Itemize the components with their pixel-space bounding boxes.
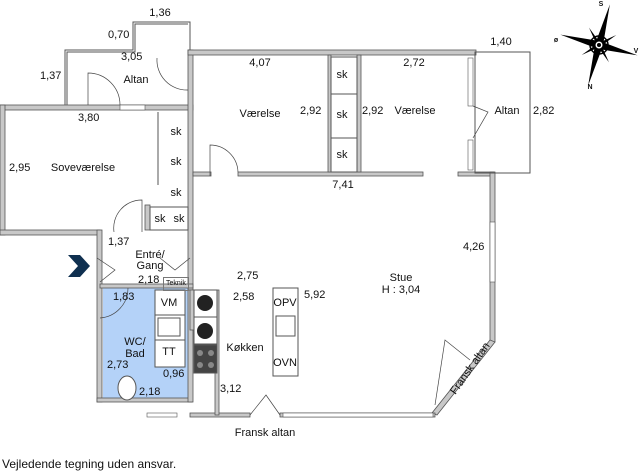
- closets: [149, 56, 358, 231]
- room-label-entry-2: Gang: [136, 260, 164, 272]
- room-label-bedroom: Soveværelse: [50, 162, 116, 174]
- dimension: 2,18: [139, 386, 161, 398]
- dimension: 2,82: [533, 105, 555, 117]
- dimension: 2,18: [138, 274, 160, 286]
- closet-label: sk: [170, 126, 182, 138]
- dimension: 4,26: [463, 241, 485, 253]
- compass-o: ø: [553, 37, 559, 44]
- dimension: 2,92: [362, 105, 384, 117]
- compass-icon: [560, 4, 638, 86]
- washer-label: VM: [160, 297, 178, 309]
- dimension: 3,12: [220, 383, 242, 395]
- closet-label: sk: [154, 213, 166, 225]
- room-label-kitchen: Køkken: [226, 342, 264, 354]
- closet-label: sk: [173, 213, 185, 225]
- fixtures: [117, 287, 299, 401]
- dimension: 3,05: [121, 51, 143, 63]
- dimension: 2,95: [9, 162, 31, 174]
- closet-label: sk: [170, 187, 182, 199]
- room-label-altan-right: Altan: [494, 105, 520, 117]
- doors: [87, 57, 489, 416]
- room-label-room1: Værelse: [239, 108, 281, 120]
- closet-label: sk: [336, 109, 348, 121]
- closet-label: sk: [170, 156, 182, 168]
- dimension: 2,75: [237, 270, 259, 282]
- oven-label: OVN: [273, 357, 297, 369]
- living-height: H : 3,04: [381, 284, 421, 296]
- room-label-room2: Værelse: [394, 105, 436, 117]
- dimension: 0,96: [163, 368, 185, 380]
- closet-label: sk: [336, 149, 348, 161]
- compass-n: N: [587, 84, 593, 91]
- technik-label: Teknik: [163, 277, 189, 291]
- top-altan-outline: [64, 21, 191, 105]
- french-balcony-bottom: Fransk altan: [234, 427, 296, 439]
- dimension: 1,40: [490, 36, 512, 48]
- room-label-entry-1: Entré/: [135, 249, 165, 261]
- room-label-wc-1: WC/: [124, 336, 146, 348]
- dimension: 1,83: [113, 291, 135, 303]
- dishwasher-label: OPV: [273, 297, 297, 309]
- compass-s: S: [598, 1, 604, 8]
- dimension: 2,73: [107, 359, 129, 371]
- dimension: 1,37: [108, 236, 130, 248]
- dimension: 0,70: [108, 29, 130, 41]
- dimension: 2,58: [233, 291, 255, 303]
- room-label-wc-2: Bad: [125, 348, 145, 360]
- room-label-altan-top: Altan: [123, 74, 149, 86]
- dimension: 1,36: [149, 7, 171, 19]
- dimension: 7,41: [332, 179, 354, 191]
- dimension: 3,80: [78, 112, 100, 124]
- compass-v: V: [633, 48, 639, 55]
- dryer-label: TT: [162, 346, 176, 358]
- room-label-living: Stue: [389, 272, 413, 284]
- dimension: 4,07: [249, 57, 271, 69]
- disclaimer: Vejledende tegning uden ansvar.: [2, 457, 177, 471]
- dimension: 2,72: [403, 57, 425, 69]
- closet-label: sk: [336, 69, 348, 81]
- dimension: 2,92: [300, 105, 322, 117]
- right-altan-outline: [474, 51, 531, 174]
- dimension: 1,37: [40, 70, 62, 82]
- entrance-arrow-icon: [68, 255, 90, 277]
- dimension: 5,92: [304, 289, 326, 301]
- stove-burners: [197, 295, 214, 368]
